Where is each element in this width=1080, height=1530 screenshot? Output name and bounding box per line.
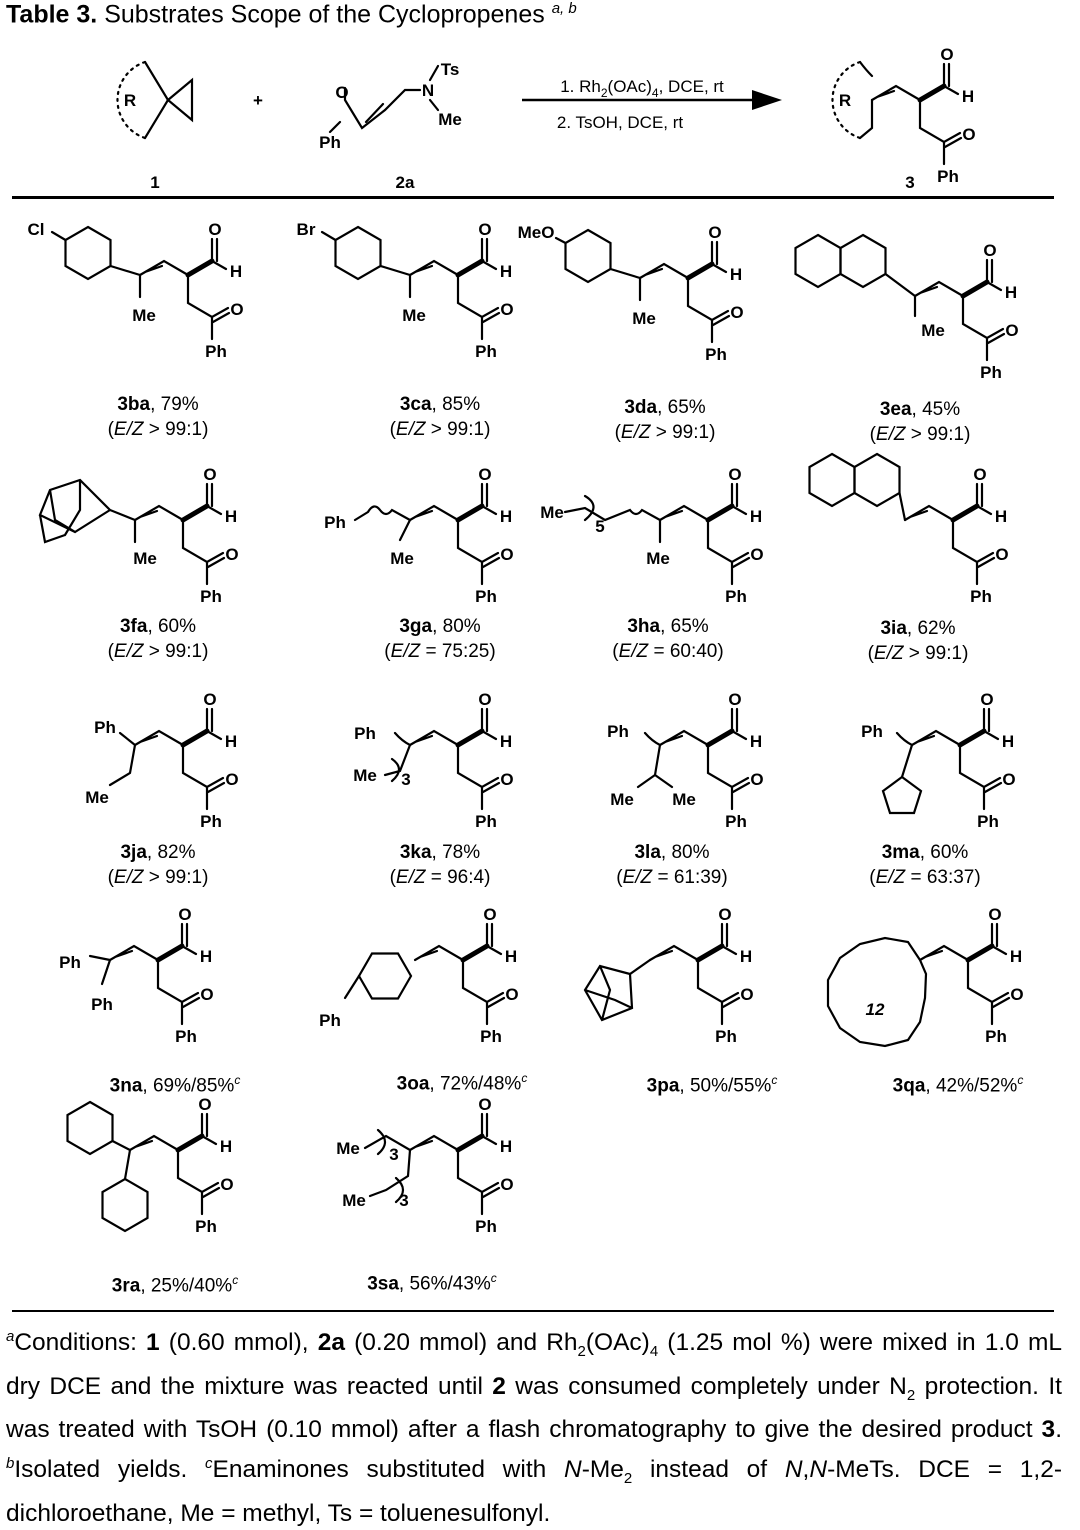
- structure-3ha: Me 5 Me: [540, 465, 763, 606]
- structure-3oa: Ph: [319, 905, 518, 1046]
- reactant-1: R 1: [116, 60, 194, 192]
- methyl-label: Me: [336, 1139, 360, 1158]
- structure-3ga: Ph Me: [324, 465, 513, 606]
- caption-3qa: 3qa, 42%/52%c: [892, 1073, 1024, 1097]
- phenyl-label: Ph: [59, 953, 81, 972]
- phenyl-label: Ph: [91, 995, 113, 1014]
- caption-3ba: 3ba, 79%(E/Z > 99:1): [107, 394, 209, 440]
- phenyl-label: Ph: [319, 133, 341, 152]
- bromo-label: Br: [297, 220, 316, 239]
- caption-3da: 3da, 65%(E/Z > 99:1): [614, 397, 716, 443]
- table-title: Table 3. Substrates Scope of the Cyclopr…: [6, 0, 577, 29]
- methyl-label: Me: [438, 110, 462, 129]
- caption-3sa: 3sa, 56%/43%c: [367, 1271, 497, 1295]
- structure-3ea: Me: [794, 233, 1019, 382]
- methyl-label: Me: [672, 790, 696, 809]
- methyl-label: Me: [342, 1191, 366, 1210]
- phenyl-label: Ph: [94, 718, 116, 737]
- reaction-arrow: 1. Rh2(OAc)4, DCE, rt 2. TsOH, DCE, rt: [522, 77, 782, 132]
- chloro-label: Cl: [28, 220, 45, 239]
- structure-3sa: Me 3 Me 3: [336, 1095, 513, 1236]
- title-footnote-marks: a, b: [551, 0, 577, 17]
- structure-3ja: Ph Me: [85, 690, 238, 831]
- methyl-label: Me: [646, 549, 670, 568]
- caption-3fa: 3fa, 60%(E/Z > 99:1): [107, 616, 209, 662]
- caption-3ja: 3ja, 82%(E/Z > 99:1): [107, 842, 209, 888]
- compound-label-2a: 2a: [396, 173, 415, 192]
- methyl-label: Me: [132, 306, 156, 325]
- structure-3ra: [66, 1095, 234, 1236]
- caption-3ia: 3ia, 62%(E/Z > 99:1): [867, 618, 969, 664]
- methyl-label: Me: [85, 788, 109, 807]
- caption-3na: 3na, 69%/85%c: [109, 1073, 241, 1097]
- compound-label-1: 1: [150, 173, 159, 192]
- methyl-label: Me: [921, 321, 945, 340]
- structure-3na: Ph Ph: [59, 905, 213, 1046]
- caption-3la: 3la, 80%(E/Z = 61:39): [616, 842, 728, 888]
- compound-label-3: 3: [905, 173, 914, 192]
- methyl-label: Me: [402, 306, 426, 325]
- repeat-count: 3: [399, 1191, 408, 1210]
- table-footnotes: aConditions: 1 (0.60 mmol), 2a (0.20 mmo…: [6, 1328, 1062, 1527]
- r-group-label: R: [839, 91, 851, 110]
- structure-3la: Ph Me Me: [607, 690, 763, 831]
- tosyl-label: Ts: [441, 60, 460, 79]
- caption-3ha: 3ha, 65%(E/Z = 60:40): [612, 616, 724, 662]
- r-group-label: R: [124, 91, 136, 110]
- phenyl-label: Ph: [319, 1011, 341, 1030]
- caption-3ra: 3ra, 25%/40%c: [111, 1273, 239, 1297]
- reactant-2a: O Ph N Ts Me 2a: [319, 60, 462, 192]
- phenyl-label: Ph: [607, 722, 629, 741]
- methyl-label: Me: [353, 766, 377, 785]
- methyl-label: Me: [540, 503, 564, 522]
- methyl-label: Me: [390, 549, 414, 568]
- oxygen-label: O: [335, 83, 348, 102]
- structure-3fa: Me: [38, 465, 239, 606]
- caption-3pa: 3pa, 50%/55%c: [646, 1073, 778, 1097]
- condition-step-2: 2. TsOH, DCE, rt: [557, 113, 684, 132]
- caption-3ka: 3ka, 78%(E/Z = 96:4): [389, 842, 491, 888]
- phenyl-label: Ph: [861, 722, 883, 741]
- structure-3da: MeO Me: [518, 223, 744, 364]
- plus-sign: +: [253, 91, 263, 110]
- title-text: Substrates Scope of the Cyclopropenes: [97, 0, 552, 29]
- caption-3oa: 3oa, 72%/48%c: [396, 1071, 528, 1095]
- condition-step-1: 1. Rh2(OAc)4, DCE, rt: [560, 77, 724, 100]
- caption-3ga: 3ga, 80%(E/Z = 75:25): [384, 616, 496, 662]
- structure-3qa: 12: [826, 905, 1024, 1046]
- methyl-label: Me: [133, 549, 157, 568]
- structure-3ka: Ph Me 3: [353, 690, 513, 831]
- phenyl-label: Ph: [324, 513, 346, 532]
- product-3: R 3: [831, 45, 975, 192]
- nitrogen-label: N: [422, 81, 434, 100]
- ring-size-label: 12: [866, 1000, 885, 1019]
- structure-3ia: [808, 452, 1009, 606]
- footer-rule: [12, 1310, 1054, 1312]
- caption-3ma: 3ma, 60%(E/Z = 63:37): [869, 842, 981, 888]
- methyl-label: Me: [610, 790, 634, 809]
- repeat-count: 5: [595, 517, 604, 536]
- repeat-count: 3: [389, 1145, 398, 1164]
- methyl-label: Me: [632, 309, 656, 328]
- repeat-count: 3: [401, 770, 410, 789]
- caption-3ea: 3ea, 45%(E/Z > 99:1): [869, 399, 971, 445]
- structure-3ba: Cl Me: [28, 220, 244, 361]
- structure-3ca: Br Me: [297, 220, 514, 361]
- header-rule: [12, 196, 1054, 199]
- title-label: Table 3.: [6, 0, 98, 29]
- caption-3ca: 3ca, 85%(E/Z > 99:1): [389, 394, 491, 440]
- structure-3ma: Ph: [861, 690, 1015, 831]
- structure-3pa: [583, 905, 754, 1046]
- methoxy-label: MeO: [518, 223, 555, 242]
- phenyl-label: Ph: [354, 724, 376, 743]
